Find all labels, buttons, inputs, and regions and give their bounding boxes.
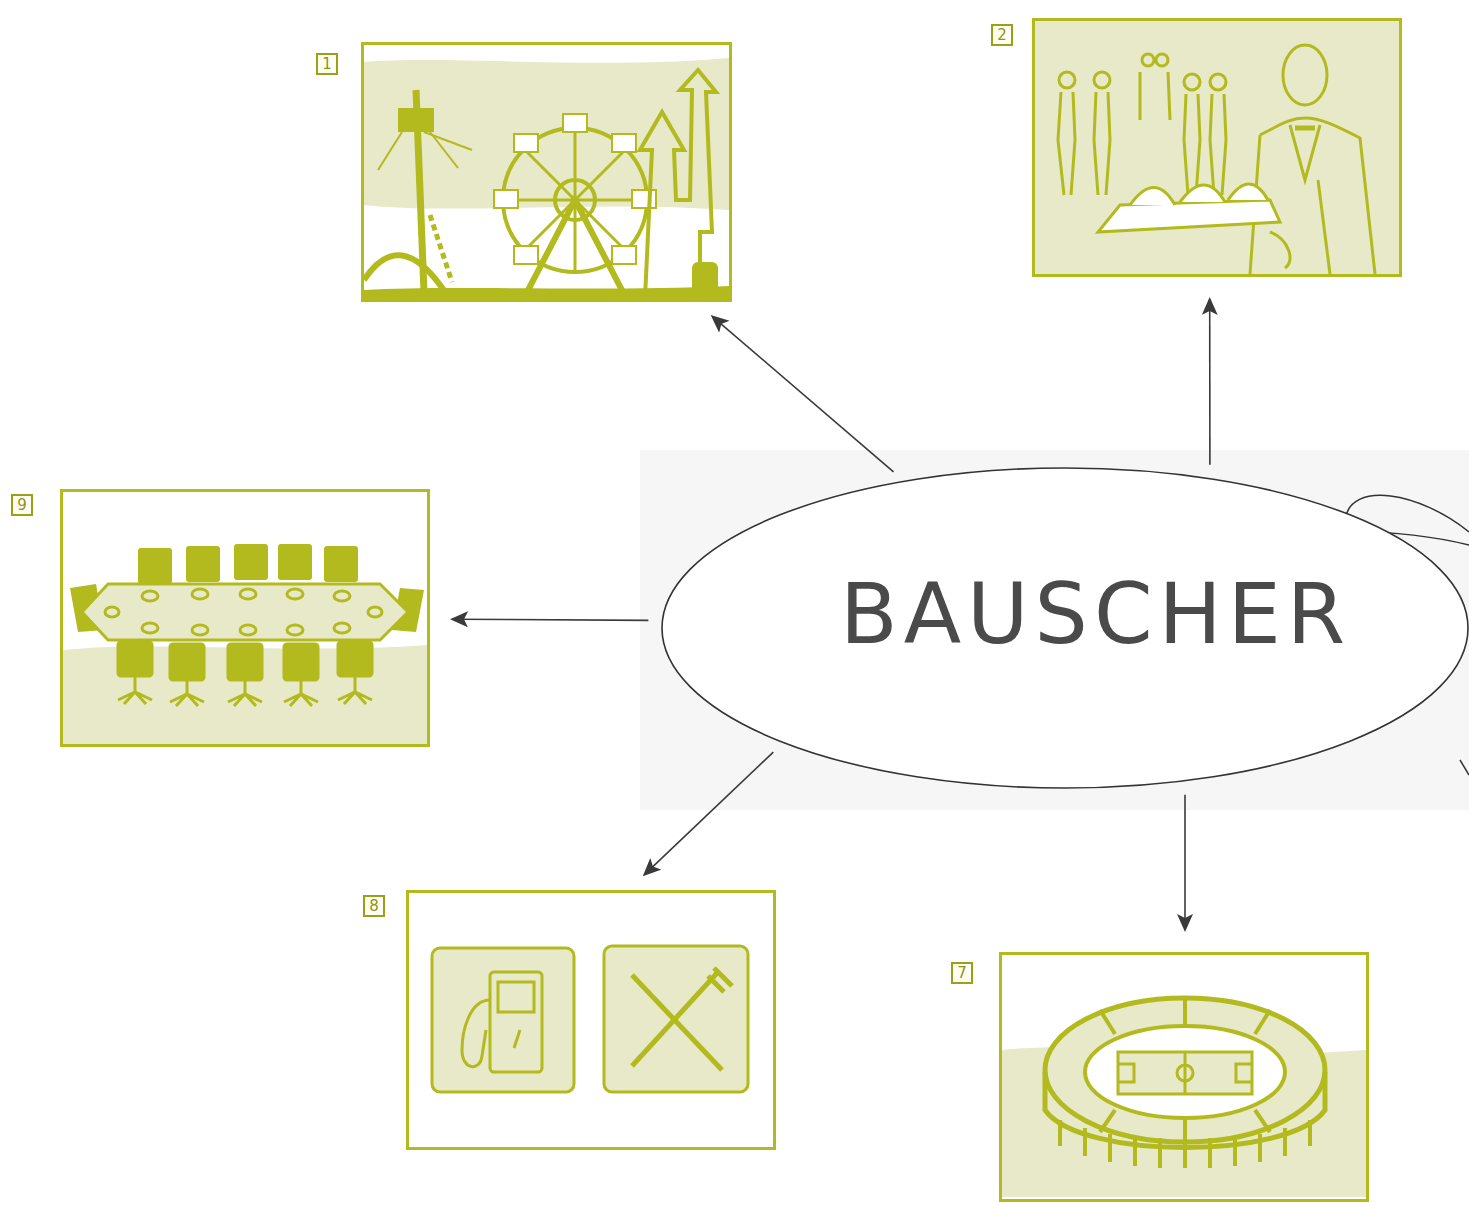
- stadium-illustration: [1002, 998, 1366, 1197]
- stadium-roof: [1045, 998, 1325, 1142]
- picture-panel: 1: [361, 42, 732, 302]
- tray: [1098, 184, 1290, 268]
- cabin: [612, 246, 636, 264]
- ellipse-tail: [1460, 760, 1469, 775]
- connector-arrow: [644, 752, 773, 875]
- brand-name: BAUSCHER: [840, 564, 1351, 665]
- swing-top: [398, 108, 434, 132]
- plates: [105, 589, 382, 635]
- fuel-pump: [462, 972, 542, 1072]
- swing-chain: [378, 132, 402, 170]
- background-wash: [640, 450, 1469, 810]
- conference-illustration: [63, 544, 427, 744]
- connector-arrow: [452, 619, 648, 620]
- cabin: [612, 134, 636, 152]
- cabin: [632, 190, 656, 208]
- stairs: [430, 215, 452, 282]
- swing-chain: [424, 132, 472, 150]
- stadium-stands: [1085, 1026, 1285, 1118]
- service-icons: [432, 946, 748, 1092]
- connector-arrow: [1209, 299, 1211, 465]
- table: [82, 584, 408, 640]
- stand-dividers: [1100, 998, 1270, 1142]
- picture-panel: 8: [406, 890, 776, 1150]
- front-chairs: [118, 642, 372, 706]
- connector-arrow: [1184, 795, 1186, 930]
- callout-number: 1: [316, 53, 338, 75]
- connector-arrow: [712, 316, 893, 472]
- callout-number: 2: [991, 24, 1013, 46]
- swing-chain: [430, 132, 458, 168]
- cabin: [514, 246, 538, 264]
- cutlery: [632, 968, 732, 1070]
- cabin: [563, 114, 587, 132]
- waiter-illustration: [1035, 21, 1399, 274]
- booth: [692, 262, 718, 296]
- fuel-icon-frame: [432, 948, 574, 1092]
- panel-wash: [1035, 21, 1399, 274]
- coaster-arc: [364, 255, 445, 292]
- brand-ellipse: BAUSCHER: [660, 466, 1469, 790]
- picture-panel: 9: [60, 489, 430, 747]
- food-icon-frame: [604, 946, 748, 1092]
- cabin: [514, 134, 538, 152]
- center-circle: [1177, 1065, 1193, 1081]
- guest-figures: [1058, 54, 1226, 195]
- callout-number: 9: [11, 494, 33, 516]
- picture-panel: 2: [1032, 18, 1402, 277]
- pitch-lines: [1118, 1052, 1252, 1094]
- ellipse-shape: [662, 468, 1468, 788]
- waiter: [1250, 45, 1375, 274]
- ground: [364, 286, 729, 300]
- fairground-illustration: [364, 58, 729, 300]
- callout-number: 8: [363, 895, 385, 917]
- ferris-legs: [525, 200, 625, 296]
- cabin: [494, 190, 518, 208]
- callout-number: 7: [951, 962, 973, 984]
- picture-panel: 7: [999, 952, 1369, 1202]
- pitch: [1118, 1052, 1252, 1094]
